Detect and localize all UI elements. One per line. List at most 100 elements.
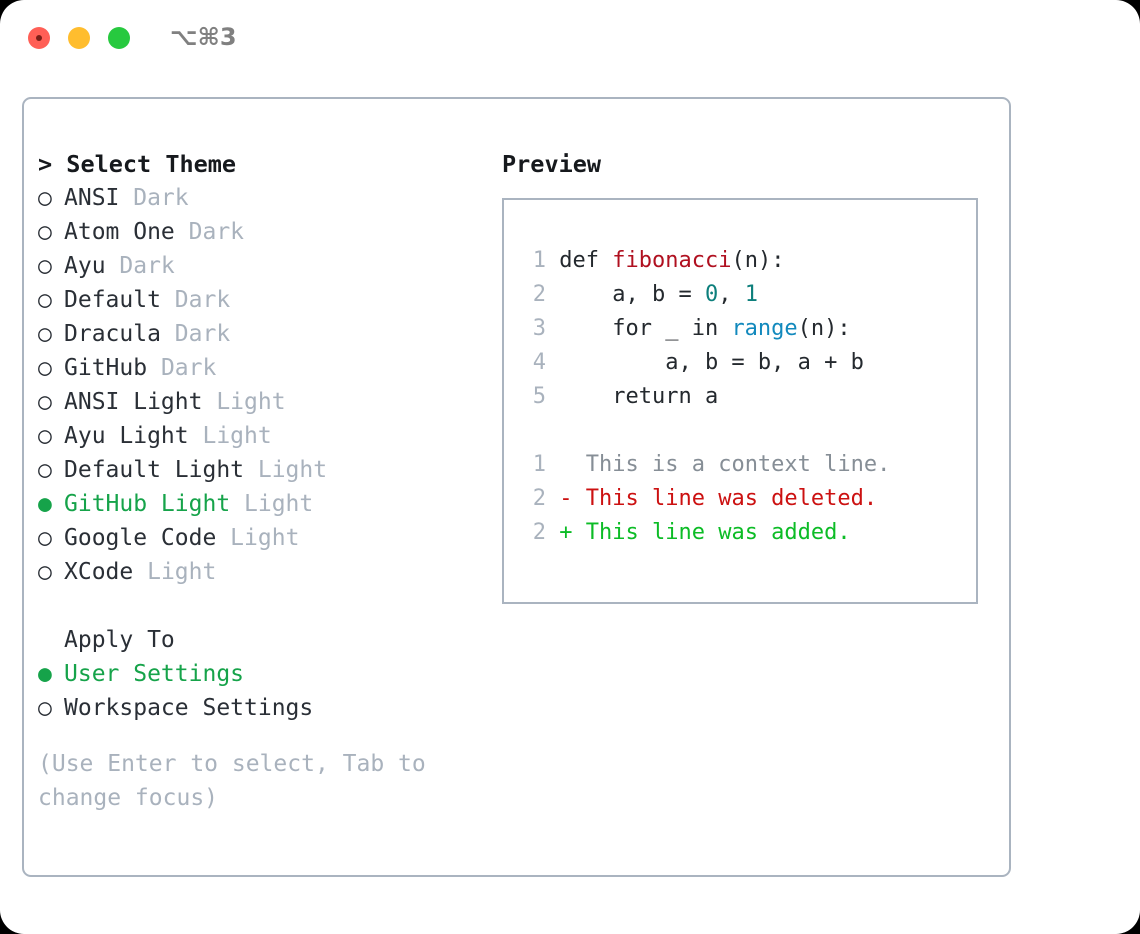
theme-list-item[interactable]: ○ Ayu Light Light [38, 419, 488, 453]
theme-list-item[interactable]: ○ Dracula Dark [38, 317, 488, 351]
keyboard-hint-line-1: (Use Enter to select, Tab to [38, 751, 426, 777]
diff-line-prefix: - [559, 486, 586, 511]
radio-unselected-icon[interactable]: ○ [38, 389, 52, 415]
theme-category-tag: Dark [160, 287, 231, 313]
diff-line-text: + This line was added. [559, 520, 850, 545]
theme-name: Dracula [64, 321, 161, 347]
code-line: 1 def fibonacci(n): [524, 244, 976, 278]
radio-selected-icon[interactable]: ● [38, 661, 52, 687]
diff-line-addition: 2 + This line was added. [524, 516, 976, 550]
code-token-plain: a, b = b, a + b [559, 350, 864, 375]
code-spacer [524, 414, 976, 448]
diff-line-text: This is a context line. [559, 452, 891, 477]
theme-list-item[interactable]: ○ ANSI Dark [38, 181, 488, 215]
theme-list-item[interactable]: ○Default Light Light [38, 453, 488, 487]
theme-list-item[interactable]: ○ Google Code Light [38, 521, 488, 555]
code-line-number: 2 [532, 282, 546, 307]
theme-name: Ayu [64, 253, 106, 279]
theme-category-tag: Dark [147, 355, 217, 381]
theme-name: Ayu Light [64, 423, 189, 449]
code-token-plain: (n): [797, 316, 851, 341]
diff-line-number: 1 [532, 452, 546, 477]
radio-unselected-icon[interactable]: ○ [38, 695, 52, 721]
theme-list-item[interactable]: ○ XCode Light [38, 555, 488, 589]
apply-to-option[interactable]: ● User Settings [38, 657, 488, 691]
theme-category-tag: Light [188, 423, 272, 449]
theme-list[interactable]: ○ANSI Dark○Atom One Dark○Ayu Dark○Defaul… [38, 181, 488, 589]
diff-line-text: - This line was deleted. [559, 486, 877, 511]
theme-list-item[interactable]: ○Ayu Dark [38, 249, 488, 283]
code-token-plain: def [559, 248, 613, 273]
theme-name: ANSI [64, 185, 120, 211]
theme-name: XCode [64, 559, 134, 585]
apply-to-section: Apply To ● User Settings ○ Workspace Settin… [38, 623, 488, 725]
diff-line-prefix: + [559, 520, 586, 545]
theme-name: Atom One [64, 219, 175, 245]
diff-line-prefix [559, 452, 586, 477]
code-line-number: 4 [532, 350, 546, 375]
radio-unselected-icon[interactable]: ○ [38, 355, 52, 381]
theme-list-item[interactable]: ○ Default Dark [38, 283, 488, 317]
radio-unselected-icon[interactable]: ○ [38, 423, 52, 449]
theme-list-item[interactable]: ○ GitHub Dark [38, 351, 488, 385]
code-token-num: 1 [744, 282, 758, 307]
keyboard-hint: (Use Enter to select, Tab to change focu… [38, 747, 458, 815]
theme-list-item[interactable]: ● GitHub Light Light [38, 487, 488, 521]
theme-name: Google Code [64, 525, 217, 551]
code-line: 5 return a [524, 380, 976, 414]
code-token-fn: fibonacci [612, 248, 732, 273]
diff-line-number: 2 [532, 486, 546, 511]
diff-line-number: 2 [532, 520, 546, 545]
code-token-num: 0 [704, 282, 719, 307]
maximize-window-button[interactable] [108, 27, 130, 49]
code-line: 2 a, b = 0, 1 [524, 278, 976, 312]
main-panel: > Select Theme ○ANSI Dark○Atom One Dark○… [22, 97, 1011, 877]
radio-unselected-icon[interactable]: ○ [38, 287, 52, 313]
code-line-number: 3 [532, 316, 546, 341]
radio-unselected-icon[interactable]: ○ [38, 219, 52, 245]
theme-category-tag: Light [133, 559, 217, 585]
keyboard-hint-line-2: change focus) [38, 785, 219, 811]
minimize-window-button[interactable] [68, 27, 90, 49]
theme-category-tag: Light [202, 389, 286, 415]
theme-name: GitHub [64, 355, 148, 381]
theme-list-item[interactable]: ○Atom One Dark [38, 215, 488, 249]
theme-name: ANSI Light [64, 389, 203, 415]
preview-heading: Preview [502, 150, 602, 178]
apply-to-heading-indent [38, 623, 64, 657]
theme-selection-column: > Select Theme ○ANSI Dark○Atom One Dark○… [38, 147, 488, 815]
radio-unselected-icon[interactable]: ○ [38, 185, 52, 211]
preview-column: Preview 1 def fibonacci(n):2 a, b = 0, 1… [502, 147, 1002, 604]
diff-line-content: This line was added. [585, 520, 851, 545]
radio-selected-icon[interactable]: ● [38, 491, 52, 517]
code-line-number: 1 [532, 248, 546, 273]
apply-to-option-label: User Settings [64, 661, 245, 687]
theme-list-item[interactable]: ○ ANSI Light Light [38, 385, 488, 419]
theme-name: GitHub Light [64, 491, 231, 517]
code-token-plain: return a [559, 384, 719, 409]
close-window-button[interactable] [28, 27, 50, 49]
theme-category-tag: Light [230, 491, 314, 517]
theme-category-tag: Dark [160, 321, 231, 347]
radio-unselected-icon[interactable]: ○ [38, 253, 52, 279]
apply-to-option-label: Workspace Settings [64, 695, 314, 721]
radio-unselected-icon[interactable]: ○ [38, 559, 52, 585]
theme-category-tag: Dark [119, 185, 189, 211]
radio-unselected-icon[interactable]: ○ [38, 525, 52, 551]
theme-category-tag: Light [244, 457, 328, 483]
theme-name: Default [64, 287, 161, 313]
radio-unselected-icon[interactable]: ○ [38, 321, 52, 347]
apply-to-heading-label: Apply To [64, 627, 175, 653]
theme-category-tag: Light [216, 525, 300, 551]
code-token-plain: for _ in [559, 316, 732, 341]
apply-to-options[interactable]: ● User Settings ○ Workspace Settings [38, 657, 488, 725]
code-token-builtin: range [731, 316, 798, 341]
radio-unselected-icon[interactable]: ○ [38, 457, 52, 483]
diff-line-deletion: 2 - This line was deleted. [524, 482, 976, 516]
diff-line-content: This line was deleted. [585, 486, 878, 511]
apply-to-option[interactable]: ○ Workspace Settings [38, 691, 488, 725]
code-token-plain: , [718, 282, 745, 307]
